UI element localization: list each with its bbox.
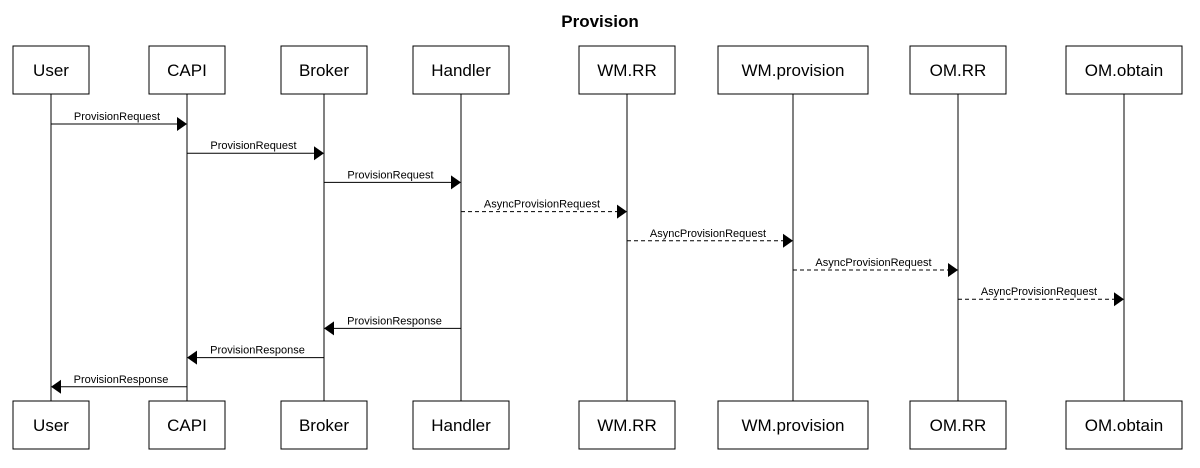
actor-box bbox=[578, 400, 676, 450]
actor-label: OM.obtain bbox=[1085, 61, 1163, 80]
actor-label: WM.RR bbox=[597, 416, 656, 435]
actor-box bbox=[412, 45, 510, 95]
message-label: AsyncProvisionRequest bbox=[815, 257, 931, 269]
actor-box bbox=[148, 45, 226, 95]
message-9: ProvisionResponse bbox=[187, 345, 324, 365]
actor-capi-top: CAPI bbox=[148, 45, 226, 95]
message-label: ProvisionResponse bbox=[347, 315, 442, 327]
actor-label: User bbox=[33, 416, 69, 435]
actors-bottom: User CAPI Broker Handler WM.RR WM.provision OM… bbox=[12, 400, 1183, 450]
arrowhead bbox=[783, 233, 793, 248]
message-4: AsyncProvisionRequest bbox=[461, 199, 627, 219]
actor-label: CAPI bbox=[167, 416, 207, 435]
actor-box bbox=[578, 45, 676, 95]
arrowhead bbox=[617, 204, 627, 219]
actor-handler-top: Handler bbox=[412, 45, 510, 95]
actor-label: Broker bbox=[299, 61, 349, 80]
actor-label: Handler bbox=[431, 61, 491, 80]
arrowhead bbox=[314, 146, 324, 161]
actor-broker-bottom: Broker bbox=[280, 400, 368, 450]
actor-box bbox=[12, 45, 90, 95]
actor-label: User bbox=[33, 61, 69, 80]
actor-om_obtain-bottom: OM.obtain bbox=[1065, 400, 1183, 450]
messages: ProvisionRequestProvisionRequestProvisio… bbox=[51, 111, 1124, 394]
actor-om_obtain-top: OM.obtain bbox=[1065, 45, 1183, 95]
message-label: ProvisionResponse bbox=[210, 345, 305, 357]
actor-label: Handler bbox=[431, 416, 491, 435]
arrowhead bbox=[451, 175, 461, 190]
actor-user-top: User bbox=[12, 45, 90, 95]
actor-box bbox=[1065, 45, 1183, 95]
actor-label: CAPI bbox=[167, 61, 207, 80]
actor-box bbox=[717, 400, 869, 450]
actor-label: OM.obtain bbox=[1085, 416, 1163, 435]
actor-wm_rr-bottom: WM.RR bbox=[578, 400, 676, 450]
message-label: AsyncProvisionRequest bbox=[650, 228, 766, 240]
message-3: ProvisionRequest bbox=[324, 169, 461, 190]
actor-label: OM.RR bbox=[930, 416, 987, 435]
message-2: ProvisionRequest bbox=[187, 140, 324, 161]
message-1: ProvisionRequest bbox=[51, 111, 187, 131]
actor-handler-bottom: Handler bbox=[412, 400, 510, 450]
message-label: AsyncProvisionRequest bbox=[981, 286, 1097, 298]
message-7: AsyncProvisionRequest bbox=[958, 286, 1124, 307]
actor-box bbox=[909, 400, 1007, 450]
actor-box bbox=[717, 45, 869, 95]
arrowhead bbox=[51, 379, 61, 394]
arrowhead bbox=[1114, 292, 1124, 307]
actors-top: User CAPI Broker Handler WM.RR WM.provision OM… bbox=[12, 45, 1183, 95]
actor-label: WM.RR bbox=[597, 61, 656, 80]
message-label: ProvisionResponse bbox=[74, 374, 169, 386]
actor-label: WM.provision bbox=[742, 61, 845, 80]
actor-box bbox=[909, 45, 1007, 95]
actor-om_rr-bottom: OM.RR bbox=[909, 400, 1007, 450]
actor-box bbox=[1065, 400, 1183, 450]
arrowhead bbox=[187, 350, 197, 365]
actor-box bbox=[412, 400, 510, 450]
actor-broker-top: Broker bbox=[280, 45, 368, 95]
actor-wm_rr-top: WM.RR bbox=[578, 45, 676, 95]
actor-capi-bottom: CAPI bbox=[148, 400, 226, 450]
actor-box bbox=[12, 400, 90, 450]
actor-wm_provision-top: WM.provision bbox=[717, 45, 869, 95]
arrowhead bbox=[324, 321, 334, 336]
arrowhead bbox=[177, 117, 187, 131]
message-10: ProvisionResponse bbox=[51, 374, 187, 394]
message-8: ProvisionResponse bbox=[324, 315, 461, 336]
actor-box bbox=[280, 400, 368, 450]
actor-box bbox=[280, 45, 368, 95]
message-label: ProvisionRequest bbox=[74, 111, 160, 123]
message-label: ProvisionRequest bbox=[347, 169, 433, 181]
actor-label: OM.RR bbox=[930, 61, 987, 80]
arrowhead bbox=[948, 263, 958, 277]
message-label: AsyncProvisionRequest bbox=[484, 199, 600, 211]
actor-wm_provision-bottom: WM.provision bbox=[717, 400, 869, 450]
actor-label: Broker bbox=[299, 416, 349, 435]
actor-user-bottom: User bbox=[12, 400, 90, 450]
actor-box bbox=[148, 400, 226, 450]
message-5: AsyncProvisionRequest bbox=[627, 228, 793, 248]
message-6: AsyncProvisionRequest bbox=[793, 257, 958, 277]
diagram-title: Provision bbox=[561, 12, 638, 31]
message-label: ProvisionRequest bbox=[210, 140, 296, 152]
actor-label: WM.provision bbox=[742, 416, 845, 435]
actor-om_rr-top: OM.RR bbox=[909, 45, 1007, 95]
lifelines bbox=[50, 94, 1125, 401]
